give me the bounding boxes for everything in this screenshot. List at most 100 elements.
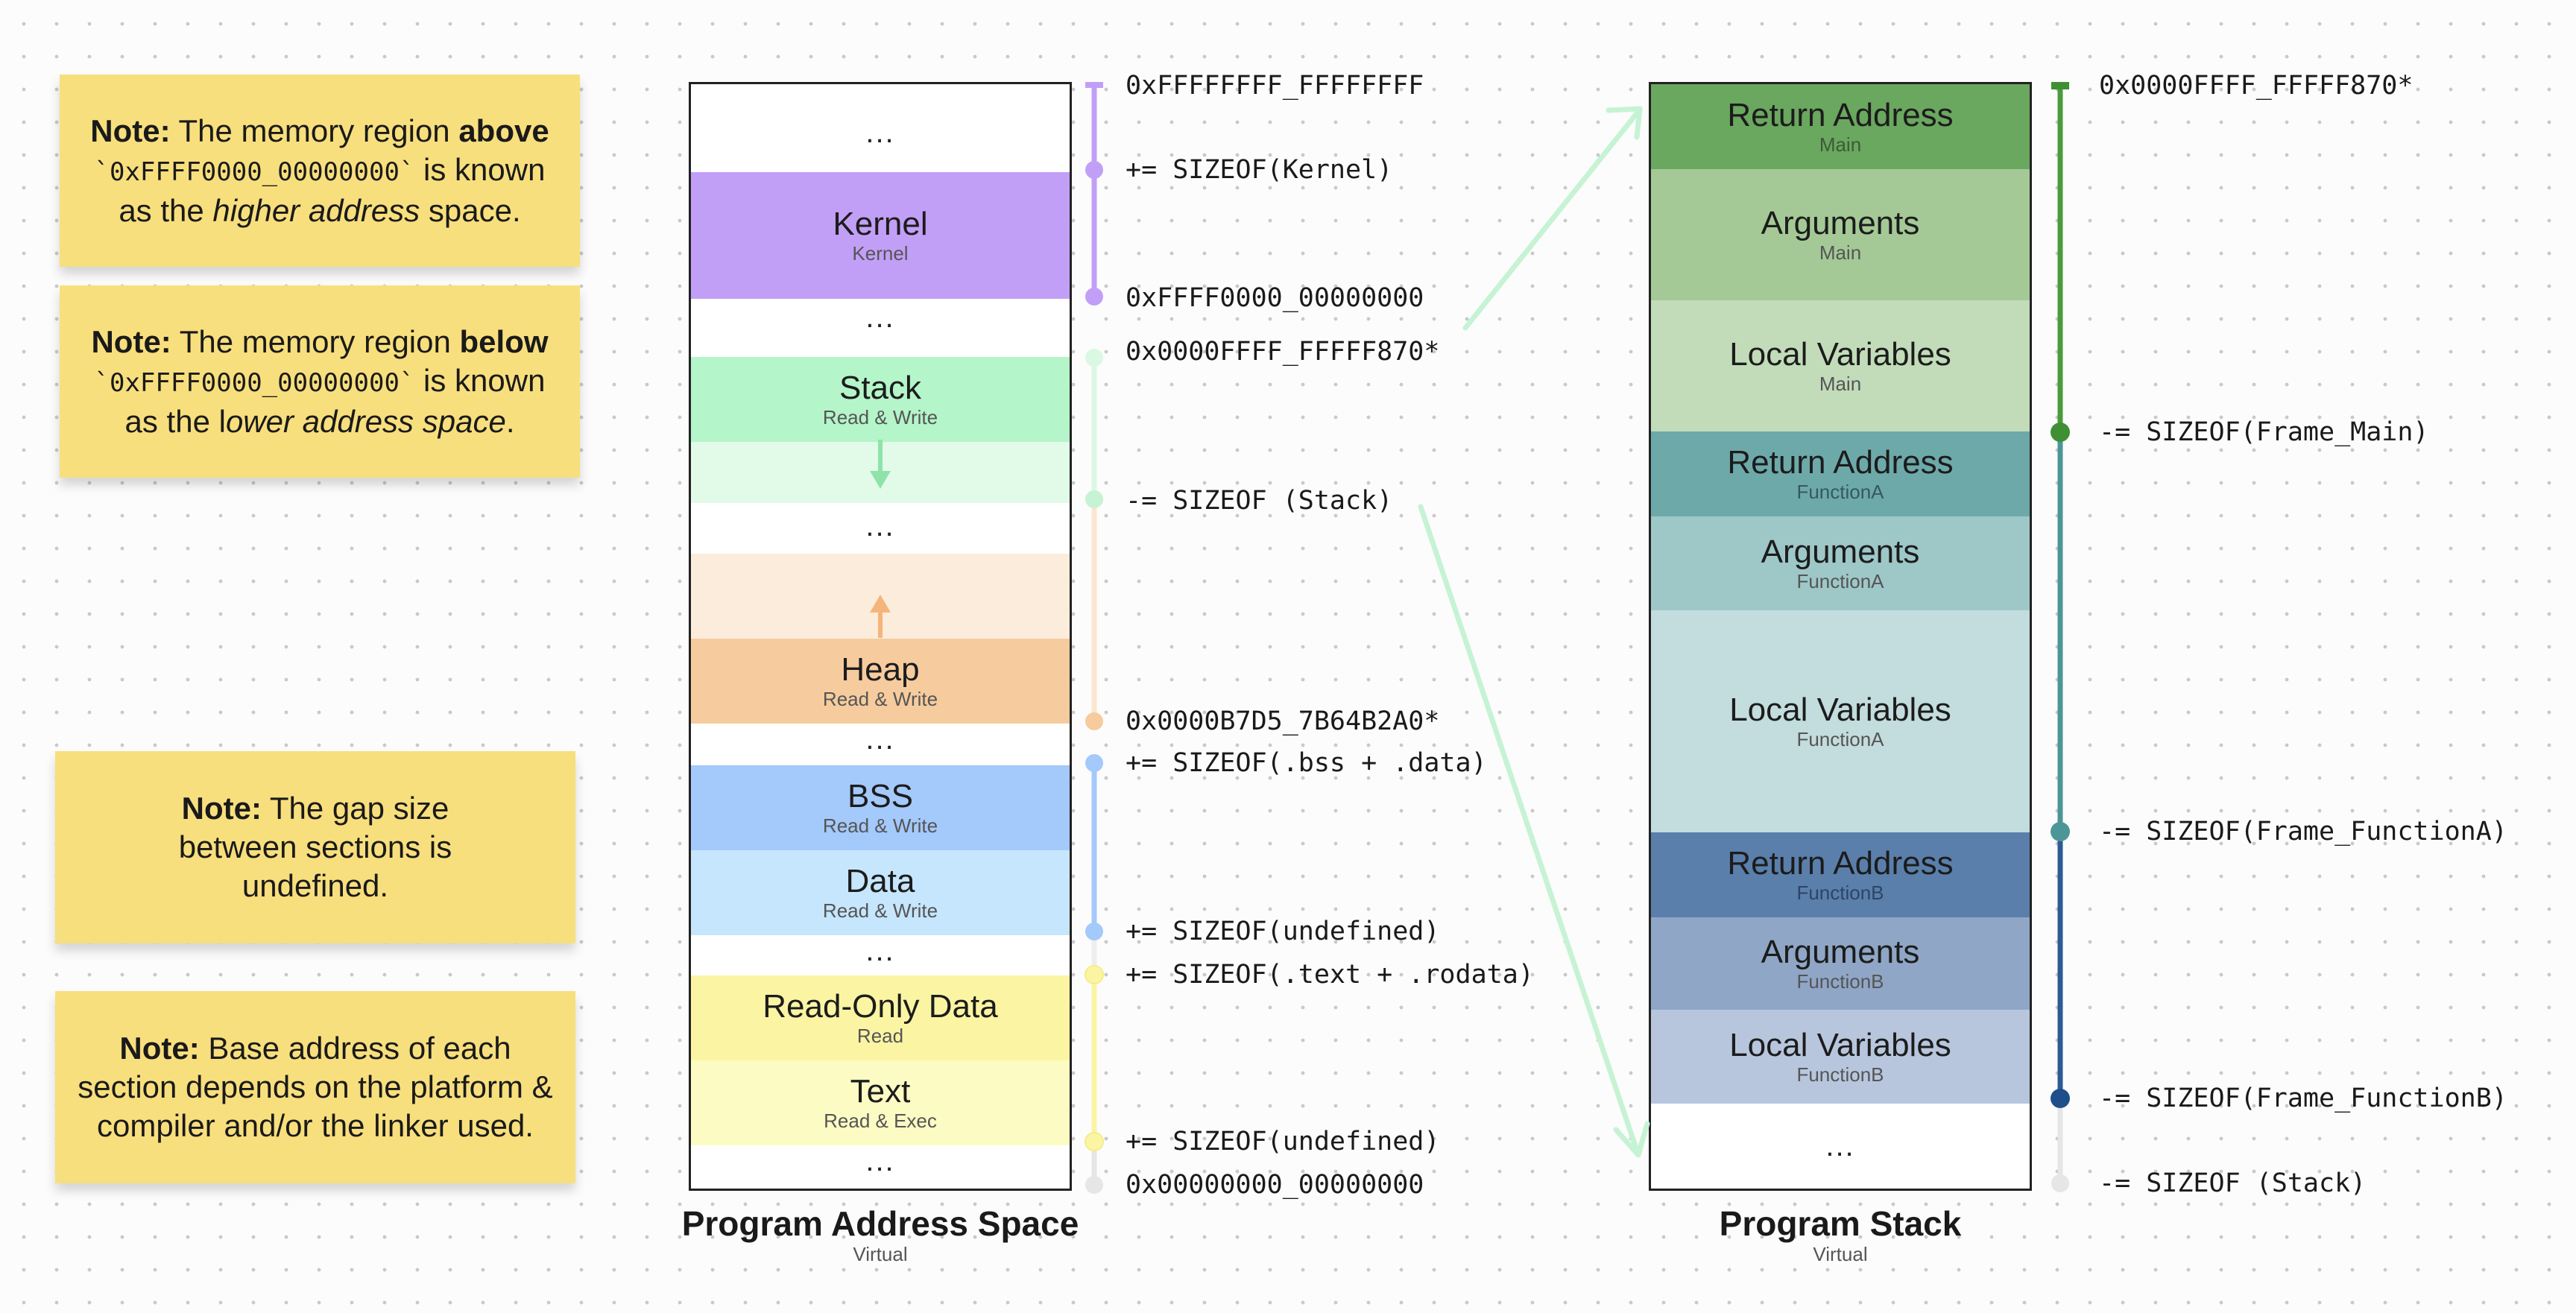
note-italic: ower address space [225, 403, 506, 439]
segment-sub: Kernel [852, 242, 909, 265]
frame-label: Arguments [1761, 534, 1920, 570]
note-text: The memory region [170, 113, 459, 148]
segment-sub: Read & Write [822, 406, 938, 428]
stack-marker-main [2051, 423, 2070, 442]
frame-sub: Main [1819, 133, 1862, 156]
frame-sub: Main [1819, 373, 1862, 395]
marker-heap-top [1085, 712, 1103, 730]
frame-label: Arguments [1761, 205, 1920, 241]
note-gap-size[interactable]: Note: The gap size between sections is u… [55, 751, 575, 943]
frame-label: Return Address [1727, 845, 1954, 882]
marker-bss-top [1085, 754, 1103, 772]
frame-label: Return Address [1727, 444, 1954, 481]
frame-a-locals[interactable]: Local Variables FunctionA [1651, 610, 2030, 832]
frame-b-arguments[interactable]: Arguments FunctionB [1651, 917, 2030, 1010]
address-space-caption: Program Address Space Virtual [651, 1204, 1109, 1265]
ellipsis: ... [865, 1145, 895, 1177]
frame-sub: FunctionB [1796, 970, 1884, 993]
caption-title: Program Address Space [681, 1204, 1079, 1243]
program-stack-box: Return Address Main Arguments Main Local… [1649, 82, 2032, 1191]
segment-label: Heap [841, 651, 920, 688]
segment-sub: Read & Write [822, 899, 938, 922]
segment-stack[interactable]: Stack Read & Write [691, 357, 1070, 442]
address-kernel-size: += SIZEOF(Kernel) [1126, 155, 1393, 185]
segment-label: Kernel [833, 206, 928, 242]
ellipsis: ... [1825, 1130, 1855, 1162]
caption-title: Program Stack [1719, 1204, 1962, 1243]
marker-kernel-base [1085, 288, 1103, 306]
connector-stack-bottom-head [1613, 1121, 1650, 1158]
frame-label: Return Address [1727, 97, 1954, 133]
note-italic: higher address [212, 192, 420, 228]
note-higher-address[interactable]: Note: The memory region above `0xFFFF000… [60, 75, 580, 267]
frame-label: Arguments [1761, 934, 1920, 970]
note-text: is known as the [119, 151, 546, 228]
segment-kernel[interactable]: Kernel Kernel [691, 172, 1070, 299]
note-text: The memory region [171, 323, 460, 359]
note-text: is known as the l [124, 362, 546, 439]
frame-label: Local Variables [1729, 1027, 1951, 1063]
address-heap-top: 0x0000B7D5_7B64B2A0* [1126, 706, 1440, 736]
frame-b-locals[interactable]: Local Variables FunctionB [1651, 1010, 2030, 1104]
note-label: Note: [119, 1031, 200, 1066]
stack-marker-end [2051, 1174, 2069, 1192]
frame-main-locals[interactable]: Local Variables Main [1651, 300, 2030, 431]
stack-size: -= SIZEOF (Stack) [2099, 1168, 2367, 1198]
stack-address-top: 0x0000FFFF_FFFFF870* [2099, 71, 2414, 101]
address-zero: 0x00000000_00000000 [1126, 1170, 1424, 1200]
note-base-address[interactable]: Note: Base address of each section depen… [55, 991, 575, 1183]
heap-growth-arrowhead [870, 595, 891, 613]
connector-stack-bottom [1418, 504, 1640, 1154]
segment-label: Stack [839, 370, 922, 406]
frame-b-return[interactable]: Return Address FunctionB [1651, 832, 2030, 917]
segment-bss[interactable]: BSS Read & Write [691, 765, 1070, 850]
segment-rodata[interactable]: Read-Only Data Read [691, 975, 1070, 1060]
address-text-rodata-size: += SIZEOF(.text + .rodata) [1126, 960, 1534, 990]
ellipsis: ... [865, 510, 895, 542]
segment-heap[interactable]: Heap Read & Write [691, 639, 1070, 724]
address-kernel-base: 0xFFFF0000_00000000 [1126, 283, 1424, 313]
stack-marker-functionB [2051, 1089, 2070, 1108]
address-gap-size-1: += SIZEOF(undefined) [1126, 917, 1440, 946]
segment-label: Data [845, 863, 915, 899]
address-stack-top: 0x0000FFFF_FFFFF870* [1126, 337, 1440, 367]
frame-sub: FunctionA [1796, 728, 1884, 750]
segment-sub: Read [856, 1025, 904, 1047]
note-emphasis: below [459, 323, 549, 359]
stack-frame-functionB-size: -= SIZEOF(Frame_FunctionB) [2099, 1083, 2507, 1113]
frame-a-arguments[interactable]: Arguments FunctionA [1651, 516, 2030, 610]
stack-marker-top [2051, 82, 2069, 89]
note-label: Note: [91, 323, 171, 359]
address-max: 0xFFFFFFFF_FFFFFFFF [1126, 71, 1424, 101]
note-label: Note: [181, 791, 262, 826]
caption-subtitle: Virtual [853, 1243, 908, 1265]
note-emphasis: above [458, 113, 549, 148]
ellipsis: ... [865, 723, 895, 756]
note-label: Note: [90, 113, 171, 148]
frame-main-arguments[interactable]: Arguments Main [1651, 169, 2030, 300]
marker-kernel-size [1085, 161, 1103, 179]
stack-frame-main-size: -= SIZEOF(Frame_Main) [2099, 417, 2429, 447]
stack-frame-functionA-size: -= SIZEOF(Frame_FunctionA) [2099, 817, 2507, 847]
segment-text[interactable]: Text Read & Exec [691, 1060, 1070, 1145]
marker-data-bottom [1085, 923, 1103, 940]
marker-zero [1085, 1176, 1103, 1194]
caption-subtitle: Virtual [1813, 1243, 1868, 1265]
note-lower-address[interactable]: Note: The memory region below `0xFFFF000… [60, 285, 580, 478]
frame-a-return[interactable]: Return Address FunctionA [1651, 431, 2030, 516]
program-stack-caption: Program Stack Virtual [1611, 1204, 2069, 1265]
note-text: . [505, 403, 515, 439]
marker-stack-top [1085, 349, 1103, 367]
ellipsis: ... [865, 116, 895, 149]
frame-main-return[interactable]: Return Address Main [1651, 84, 2030, 169]
segment-sub: Read & Exec [824, 1110, 937, 1132]
stack-marker-functionA [2051, 822, 2070, 841]
segment-data[interactable]: Data Read & Write [691, 850, 1070, 935]
address-space-box: ... Kernel Kernel ... Stack Read & Write… [689, 82, 1072, 1191]
connector-stack-top [1462, 110, 1640, 331]
ellipsis: ... [865, 301, 895, 334]
segment-sub: Read & Write [822, 688, 938, 710]
address-stack-size: -= SIZEOF (Stack) [1126, 486, 1393, 516]
segment-label: Read-Only Data [763, 988, 998, 1025]
